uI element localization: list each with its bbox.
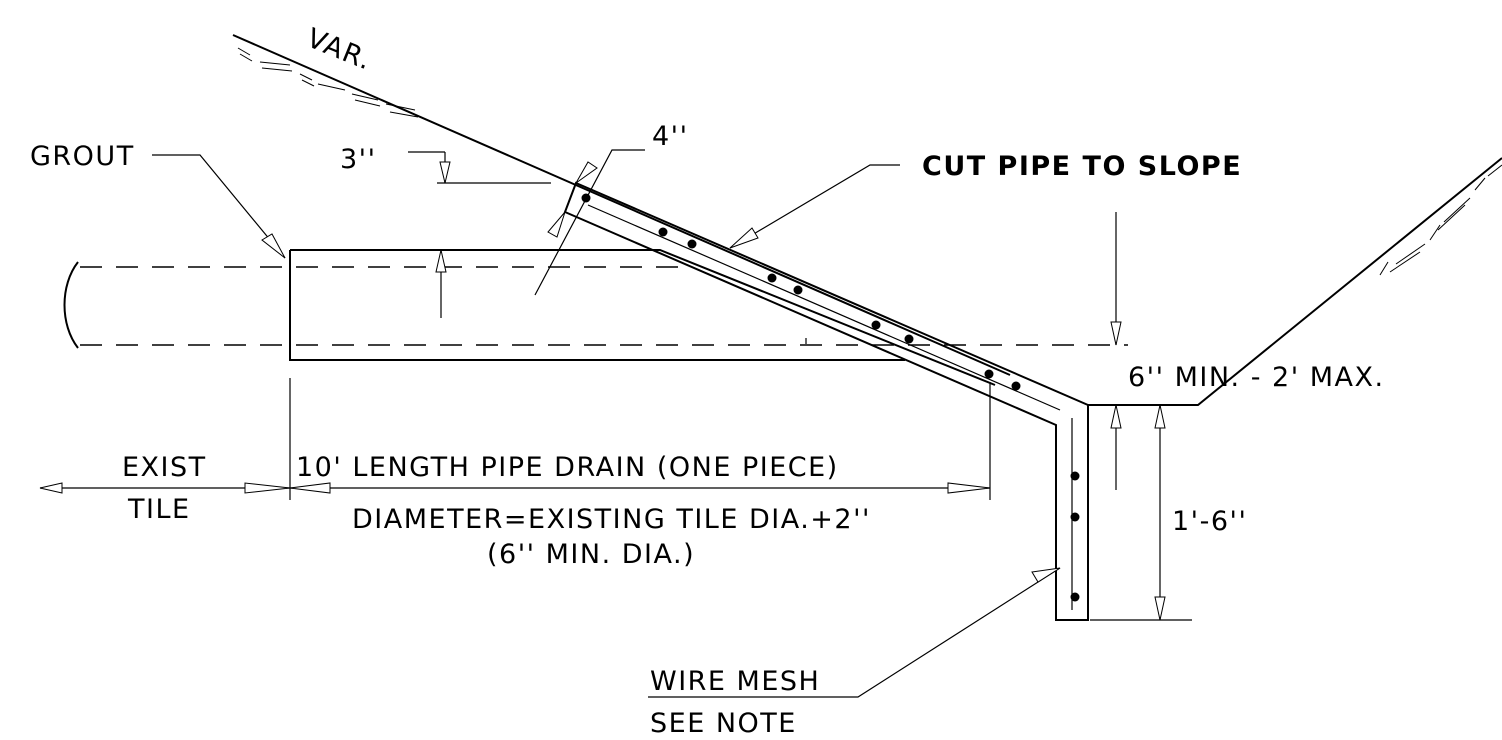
rebar-dot-icon [793, 285, 803, 295]
right-ground-line [1088, 157, 1502, 406]
rebar-dot-icon [658, 227, 668, 237]
grout-leader [152, 154, 286, 259]
dimension-arrow-icon [729, 227, 759, 249]
min-dia-label: (6'' MIN. DIA.) [487, 539, 695, 570]
dimension-arrow-icon [289, 482, 331, 494]
wire-mesh-label: WIRE MESH [650, 666, 820, 697]
rebar-dot-icon [984, 369, 994, 379]
tile-label: TILE [127, 494, 191, 525]
rebar-dot-icon [1070, 592, 1080, 602]
rebar-dot-icon [1011, 381, 1021, 391]
rebar-dot-icon [687, 239, 697, 249]
dim-3in-label: 3'' [340, 144, 377, 175]
dimension-arrow-icon [575, 161, 598, 184]
diameter-label: DIAMETER=EXISTING TILE DIA.+2'' [352, 504, 871, 535]
dim-18in-label: 1'-6'' [1172, 506, 1247, 537]
exist-label: EXIST [122, 452, 207, 483]
pipe-drain-outline [289, 249, 996, 386]
mesh-line-sloped [587, 204, 1061, 411]
dimension-arrow-icon [439, 161, 451, 184]
cut-pipe-leader [729, 164, 900, 249]
dimension-arrow-icon [1154, 404, 1166, 429]
grout-label: GROUT [30, 141, 135, 172]
dimension-arrow-icon [244, 482, 291, 494]
dimension-arrow-icon [1154, 596, 1166, 621]
pipe-length-label: 10' LENGTH PIPE DRAIN (ONE PIECE) [296, 452, 839, 483]
dimension-arrow-icon [261, 233, 286, 259]
rebar-dot-icon [1070, 512, 1080, 522]
depth-range-label: 6'' MIN. - 2' MAX. [1128, 362, 1385, 393]
dimension-arrow-icon [947, 482, 991, 494]
see-note-label: SEE NOTE [650, 708, 797, 739]
dimension-arrow-icon [435, 249, 447, 273]
dimension-arrow-icon [1110, 404, 1122, 429]
rebar-dot-icon [904, 334, 914, 344]
wire-mesh-leader [648, 567, 1061, 698]
rebar-dot-icon [871, 320, 881, 330]
var-label: VAR. [302, 23, 376, 77]
dimension-arrow-icon [547, 211, 566, 238]
left-slope-line [232, 34, 1011, 376]
dimension-arrow-icon [1031, 567, 1061, 583]
dim-4in-label: 4'' [652, 121, 689, 152]
pipe-break-icon [63, 261, 79, 349]
cut-pipe-label: CUT PIPE TO SLOPE [922, 151, 1242, 182]
right-ground-hatch [1379, 164, 1502, 276]
rebar-dot-icon [1070, 471, 1080, 481]
dim-4in-leader [534, 149, 645, 296]
dimension-arrow-icon [1110, 321, 1122, 346]
rebar-dot-icon [767, 273, 777, 283]
left-ground-hatch [237, 47, 419, 118]
dimension-arrow-icon [39, 482, 63, 494]
